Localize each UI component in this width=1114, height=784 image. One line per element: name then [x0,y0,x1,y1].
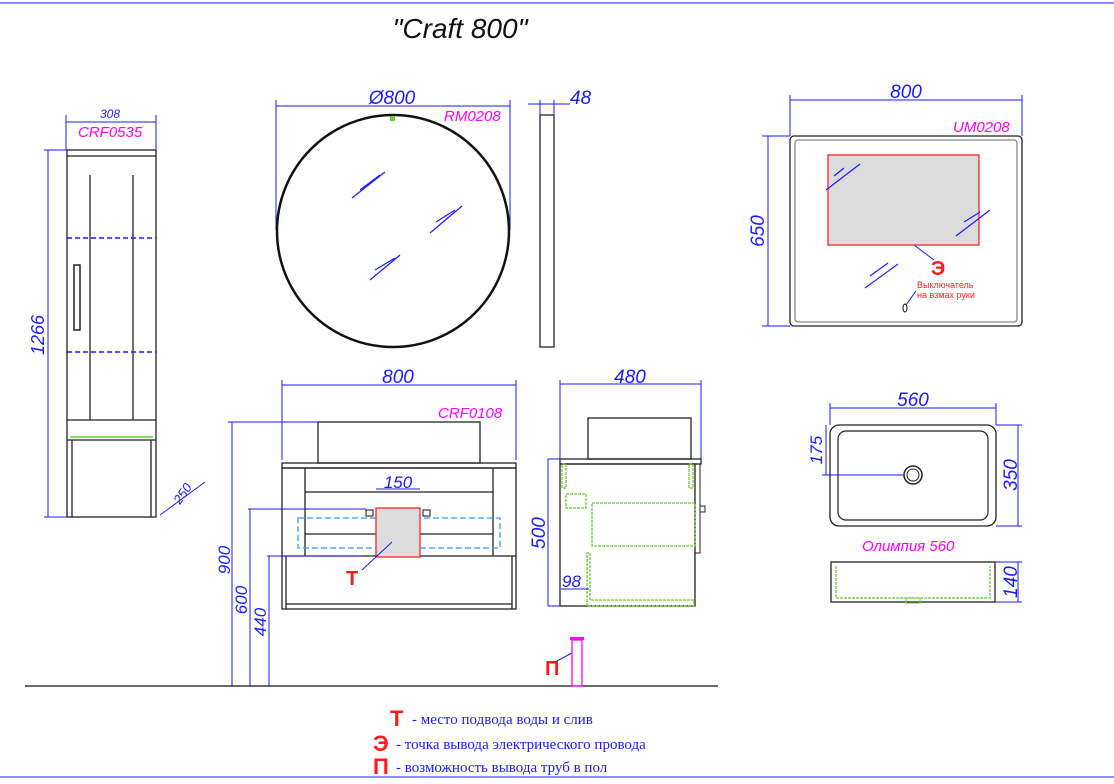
pencil-case-width: 308 [100,107,120,121]
basin-depth: 350 [1001,459,1022,491]
legend-marker-t: Т [390,706,404,731]
legend-text-p: - возможность вывода труб в пол [396,760,608,776]
round-mirror-diameter: Ø800 [368,88,416,109]
legend-marker-p: П [373,754,389,779]
handle-icon [73,264,81,331]
rect-mirror-code: UM0208 [953,119,1010,136]
basin-drain-offset: 175 [807,435,826,464]
vanity-width: 800 [382,367,414,388]
vanity-side-view: 480 500 98 П [529,367,706,687]
rect-mirror-height: 650 [748,215,769,247]
round-mirror-depth: 48 [570,88,592,109]
valve-icon [365,509,374,517]
floor-pipe [571,639,583,687]
rect-mirror-width: 800 [890,82,922,103]
pencil-case-code: CRF0535 [78,124,143,141]
floor-marker: П [545,658,559,680]
valve-icon [422,509,431,517]
vanity-height-900: 900 [215,545,234,574]
vanity-height-600: 600 [232,585,251,614]
side-depth: 480 [614,367,646,388]
round-mirror-view: Ø800 RM0208 48 [275,88,592,349]
switch-note-1: Выключатель [917,280,974,290]
electric-marker: Э [931,258,945,280]
vanity-code: CRF0108 [438,405,503,422]
side-height: 500 [529,517,550,549]
basin-height: 140 [1001,566,1022,598]
vanity-front-view: 800 CRF0108 150 Т 900 600 440 [25,367,718,687]
plumbing-width: 150 [384,473,413,492]
round-mirror-code: RM0208 [444,108,501,125]
basin-width: 560 [897,390,929,411]
switch-note-2: на взмах руки [917,290,975,300]
side-offset: 98 [562,572,581,591]
page-title: "Craft 800" [392,13,528,44]
vanity-height-440: 440 [251,607,270,636]
water-marker: Т [346,568,358,590]
rect-mirror-view: 800 UM0208 Э Выключатель на взмах руки 6… [748,82,1023,327]
legend-text-e: - точка вывода электрического провода [396,737,646,753]
legend-text-t: - место подвода воды и слив [412,712,593,728]
basin-name: Олимпия 560 [862,538,955,555]
pencil-case-view: CRF0535 308 1266 250 [28,107,206,518]
legend: Т - место подвода воды и слив Э - точка … [373,706,646,779]
legend-marker-e: Э [373,731,389,756]
pencil-case-depth: 250 [170,480,196,508]
pencil-case-height: 1266 [28,314,48,355]
sensor-switch-icon [902,303,908,313]
basin-view: 560 175 350 Олимпия 560 140 [807,390,1022,604]
